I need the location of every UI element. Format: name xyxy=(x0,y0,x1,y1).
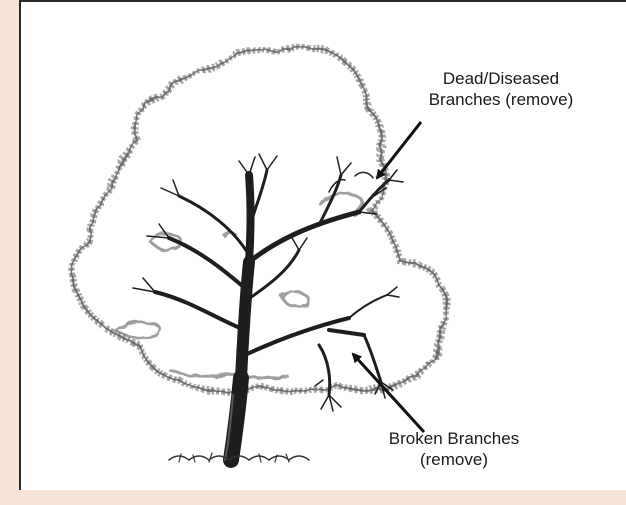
dead-diseased-branches-label: Dead/Diseased Branches (remove) xyxy=(381,68,621,110)
broken-label-line1: Broken Branches xyxy=(354,428,554,449)
broken-branches-arrow xyxy=(353,354,424,432)
dead-label-line2: Branches (remove) xyxy=(381,89,621,110)
dead-label-line1: Dead/Diseased xyxy=(381,68,621,89)
broken-label-line2: (remove) xyxy=(354,449,554,470)
broken-branches-label: Broken Branches (remove) xyxy=(354,428,554,470)
tree-diagram: Dead/Diseased Branches (remove) Broken B… xyxy=(19,0,626,490)
